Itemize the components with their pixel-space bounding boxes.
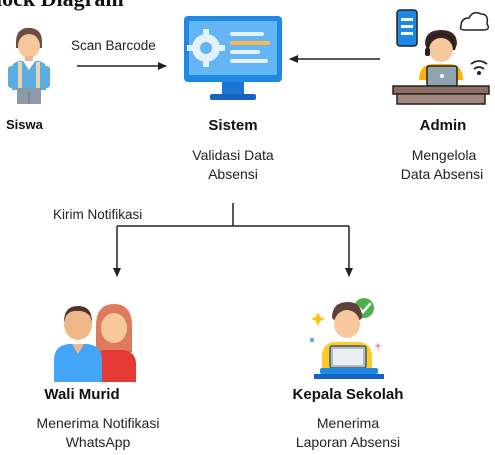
siswa-label: Siswa bbox=[6, 117, 43, 132]
admin-desc-line2: Data Absensi bbox=[400, 166, 484, 182]
wali-murid-label: Wali Murid bbox=[44, 386, 120, 403]
diagram-title: lock Diagram bbox=[0, 0, 124, 12]
sistem-desc-line2: Absensi bbox=[208, 166, 258, 182]
admin-desc-line1: Mengelola bbox=[411, 147, 477, 163]
admin-laptop-icon bbox=[391, 6, 491, 110]
edge-label-kirim-notifikasi: Kirim Notifikasi bbox=[53, 207, 143, 222]
parents-icon bbox=[52, 298, 138, 384]
kepala-sekolah-label: Kepala Sekolah bbox=[292, 386, 404, 403]
wali-desc-line1: Menerima Notifikasi bbox=[36, 415, 160, 431]
kepala-desc-line2: Laporan Absensi bbox=[295, 434, 401, 450]
sistem-label: Sistem bbox=[208, 117, 258, 134]
kepala-desc-line1: Menerima bbox=[316, 415, 380, 431]
student-icon bbox=[6, 24, 52, 108]
edge-label-scan-barcode: Scan Barcode bbox=[71, 38, 156, 53]
wali-desc-line2: WhatsApp bbox=[65, 434, 131, 450]
admin-label: Admin bbox=[419, 117, 467, 134]
principal-laptop-icon bbox=[302, 290, 396, 382]
sistem-desc-line1: Validasi Data bbox=[192, 147, 274, 163]
monitor-gear-icon bbox=[182, 14, 284, 102]
